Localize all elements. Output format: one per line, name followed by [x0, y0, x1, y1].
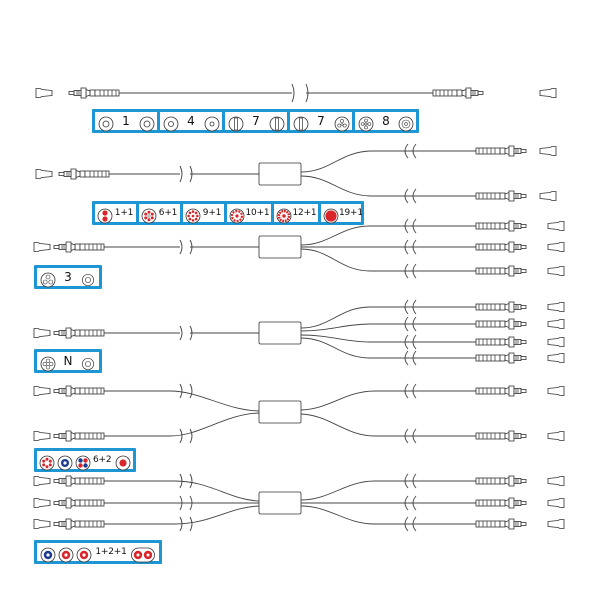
legend-cell-1: 1 — [95, 112, 157, 132]
core-icon — [81, 273, 95, 287]
legend-cell-n: N — [37, 352, 99, 372]
legend-label: 1+1 — [114, 208, 134, 218]
legend-label: 19+1 — [339, 208, 363, 218]
legend-cell-10-1: 10+1 — [227, 204, 271, 224]
row4-breakout-1xN — [34, 299, 565, 366]
legend-cell-6-2: 6+2 — [37, 451, 133, 471]
legend-cell-7b: 7 — [290, 112, 352, 132]
legend-panel-single-cable: 1 4 7 7 8 — [92, 109, 419, 133]
red-ring-icon — [58, 547, 74, 563]
row1-patch-cord — [36, 83, 557, 103]
red-duplex-icon — [97, 208, 113, 224]
navy-ring-icon — [57, 455, 73, 471]
ribbon-core-icon — [269, 116, 285, 132]
legend-cell-3: 3 — [37, 268, 99, 288]
mixed-core-icon — [75, 455, 91, 471]
legend-cell-8: 8 — [355, 112, 416, 132]
multi-fiber-icon — [40, 356, 56, 372]
ribbon-fiber-icon — [293, 116, 309, 132]
legend-panel-1-2-1: 1+2+1 — [34, 540, 162, 564]
legend-label: 4 — [187, 114, 195, 128]
bundle-fiber-icon — [334, 116, 350, 132]
legend-label: 1 — [122, 114, 130, 128]
legend-label: 7 — [317, 114, 325, 128]
row6-3x3-assembly — [34, 473, 565, 532]
red-twelve-core-icon — [276, 208, 292, 224]
legend-label: 12+1 — [292, 208, 317, 218]
legend-cell-7a: 7 — [225, 112, 287, 132]
legend-cell-19-1: 19+1 — [321, 204, 363, 224]
legend-label: 10+1 — [245, 208, 270, 218]
red-nine-core-icon — [185, 208, 201, 224]
legend-label: 8 — [382, 114, 390, 128]
legend-label: 6+1 — [158, 208, 178, 218]
core-icon — [204, 116, 220, 132]
red-six-core-icon — [141, 208, 157, 224]
legend-panel-6-2: 6+2 — [34, 448, 136, 472]
red-dot-icon — [115, 455, 131, 471]
legend-label: 1+2+1 — [95, 547, 127, 557]
legend-label: 7 — [252, 114, 260, 128]
legend-label: 9+1 — [202, 208, 222, 218]
legend-cell-9-1: 9+1 — [183, 204, 224, 224]
red-pair-icon — [131, 547, 155, 563]
quad-fiber-icon — [163, 116, 179, 132]
legend-label: 6+2 — [93, 455, 112, 465]
legend-cell-4: 4 — [160, 112, 222, 132]
red-six-core-icon — [39, 455, 55, 471]
row5-2x2-assembly — [34, 383, 565, 444]
legend-cell-1-1: 1+1 — [95, 204, 136, 224]
legend-cell-1-2-1: 1+2+1 — [37, 543, 159, 563]
ribbon-fiber-icon — [228, 116, 244, 132]
core-icon — [81, 357, 95, 371]
simplex-fiber-icon — [98, 116, 114, 132]
legend-cell-6-1: 6+1 — [139, 204, 180, 224]
red-ten-core-icon — [229, 208, 245, 224]
triple-fiber-icon — [40, 272, 56, 288]
row3-breakout-1x3 — [34, 218, 565, 279]
legend-cell-12-1: 12+1 — [274, 204, 318, 224]
legend-panel-breakout-2: 1+1 6+1 9+1 10+1 12+1 19+1 — [92, 201, 364, 225]
row2-breakout-1x2 — [36, 143, 557, 204]
legend-label: 3 — [64, 270, 72, 284]
red-nineteen-core-icon — [323, 208, 339, 224]
core-icon — [139, 116, 155, 132]
multi-core-icon — [398, 116, 414, 132]
legend-panel-breakout-3: 3 — [34, 265, 102, 289]
multi-fiber-icon — [358, 116, 374, 132]
navy-ring-icon — [40, 547, 56, 563]
red-ring-icon — [76, 547, 92, 563]
legend-label: N — [63, 354, 73, 368]
legend-panel-breakout-n: N — [34, 349, 102, 373]
